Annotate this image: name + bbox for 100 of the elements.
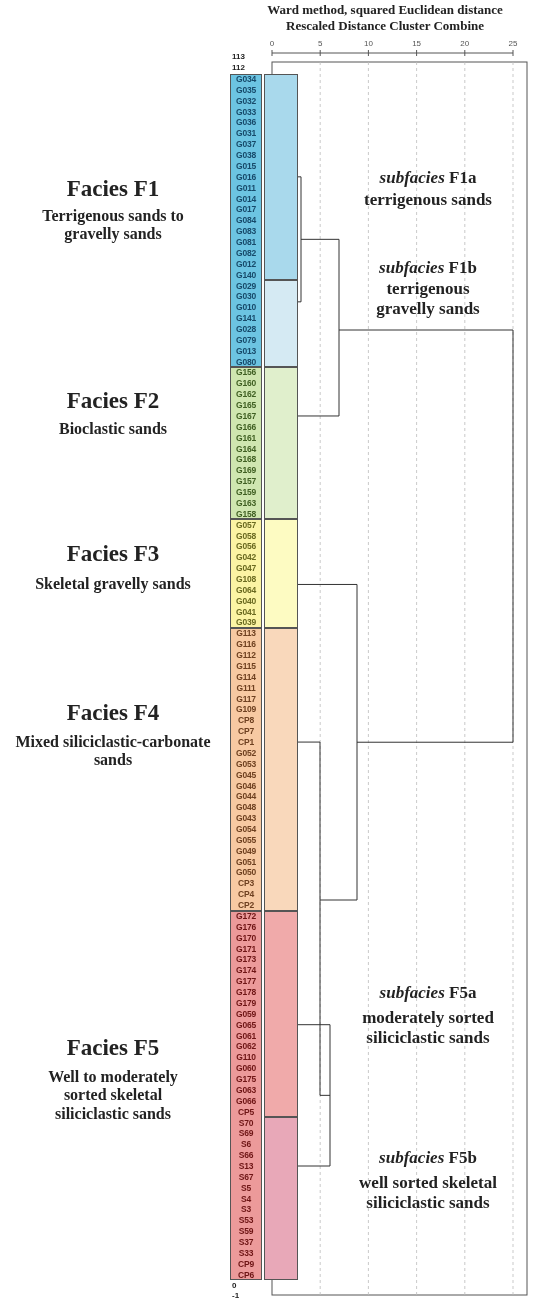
sample-id: S70 <box>237 1117 255 1128</box>
subfacies-title: subfacies F1a <box>378 168 478 188</box>
sample-id: G174 <box>235 965 258 976</box>
sample-id: G028 <box>235 324 257 334</box>
sample-id: G049 <box>235 845 257 856</box>
sample-id: S13 <box>237 1161 255 1171</box>
sample-id: G013 <box>235 345 257 356</box>
row-number: -1 <box>232 1291 240 1298</box>
sample-id: G178 <box>235 987 257 998</box>
sample-id: G050 <box>235 867 257 878</box>
sample-id: G051 <box>235 856 257 867</box>
sample-id: G117 <box>235 693 257 704</box>
facies-title: Facies F5 <box>65 1035 161 1062</box>
sample-column-band <box>230 910 262 1281</box>
sample-id: G047 <box>235 563 257 574</box>
sample-id: G015 <box>235 160 257 171</box>
sample-id: G053 <box>235 758 257 769</box>
sample-id: G164 <box>235 443 258 454</box>
sample-id: G010 <box>235 302 257 313</box>
row-number: 112 <box>232 63 245 74</box>
facies-title: Facies F2 <box>65 388 161 415</box>
subfacies-title: subfacies F5a <box>378 983 478 1003</box>
sample-id: CP7 <box>237 726 255 737</box>
sample-id: G169 <box>235 465 257 476</box>
sample-id: G163 <box>235 497 257 508</box>
sample-id: S5 <box>240 1182 252 1193</box>
sample-id: G014 <box>235 193 258 204</box>
tick-label: 15 <box>411 39 423 49</box>
sample-id: G175 <box>235 1074 257 1085</box>
cluster-band <box>264 519 298 628</box>
sample-column-band <box>230 367 262 520</box>
sample-id: CP9 <box>237 1258 255 1269</box>
subfacies-description: terrigenous gravelly sands <box>375 279 481 319</box>
sample-id: G044 <box>235 791 258 802</box>
sample-id: G035 <box>235 84 257 95</box>
sample-id: G172 <box>235 911 257 921</box>
sample-id: G108 <box>235 574 257 584</box>
sample-id: G114 <box>235 671 257 682</box>
sample-id: G168 <box>235 454 257 465</box>
tick-label: 10 <box>362 39 374 49</box>
sample-id: S4 <box>240 1193 253 1204</box>
sample-id: G066 <box>235 1095 257 1106</box>
sample-id: G160 <box>235 378 257 389</box>
sample-id: G063 <box>235 1084 257 1095</box>
facies-title: Facies F4 <box>65 700 161 727</box>
sample-id: G166 <box>235 421 257 432</box>
sample-id: G057 <box>235 519 257 530</box>
sample-id: G017 <box>235 204 257 215</box>
sample-id: CP3 <box>237 878 255 889</box>
tick-label: 5 <box>316 39 324 49</box>
subfacies-description: moderately sorted siliciclastic sands <box>361 1008 495 1048</box>
sample-id: G052 <box>235 747 257 758</box>
sample-id: G176 <box>235 921 257 932</box>
sample-id: CP5 <box>237 1106 255 1117</box>
sample-id: S69 <box>237 1128 255 1139</box>
sample-id: G054 <box>235 824 258 834</box>
sample-id: G111 <box>235 682 257 693</box>
sample-id: G037 <box>235 139 257 150</box>
sample-id: G055 <box>235 834 257 845</box>
cluster-band <box>264 73 298 281</box>
sample-id: S66 <box>237 1150 255 1161</box>
sample-id: CP4 <box>237 889 256 900</box>
sample-id: G043 <box>235 813 257 824</box>
facies-description: Skeletal gravelly sands <box>34 575 192 594</box>
sample-id: G030 <box>235 291 257 302</box>
sample-column-band <box>230 627 262 911</box>
sample-id: G016 <box>235 171 257 182</box>
sample-id: S67 <box>237 1171 255 1182</box>
axis-title: Rescaled Distance Cluster Combine <box>285 19 485 34</box>
row-number: 0 <box>232 1280 237 1291</box>
cluster-band <box>264 627 298 911</box>
sample-id: G011 <box>235 182 257 193</box>
facies-description: Mixed siliciclastic-carbonate sands <box>14 733 212 770</box>
sample-id: G045 <box>235 769 257 780</box>
sample-id: G042 <box>235 552 257 563</box>
sample-id: S37 <box>237 1237 255 1248</box>
sample-id: G060 <box>235 1063 257 1074</box>
sample-id: G080 <box>235 356 257 367</box>
sample-id: G079 <box>235 334 257 345</box>
sample-id: G158 <box>235 508 257 519</box>
sample-id: G048 <box>235 802 257 813</box>
sample-id: G159 <box>235 487 257 498</box>
sample-id: G038 <box>235 150 257 161</box>
sample-column-band <box>230 73 262 368</box>
sample-id: G141 <box>235 313 257 324</box>
tick-label: 25 <box>507 39 519 49</box>
sample-id: G082 <box>235 247 257 258</box>
sample-id: G177 <box>235 976 257 987</box>
row-number: 113 <box>232 52 245 63</box>
sample-id: S3 <box>240 1204 252 1215</box>
sample-id: G115 <box>235 660 257 671</box>
sample-id: G112 <box>235 650 257 661</box>
sample-id: G165 <box>235 400 257 411</box>
tick-label: 0 <box>268 39 276 49</box>
sample-id: G040 <box>235 595 257 606</box>
facies-description: Well to moderately sorted skeletal siliciclastic sands <box>47 1068 179 1124</box>
tick-label: 20 <box>459 39 471 49</box>
sample-id: S53 <box>237 1215 255 1226</box>
sample-id: G113 <box>235 628 257 639</box>
sample-id: G116 <box>235 639 257 650</box>
